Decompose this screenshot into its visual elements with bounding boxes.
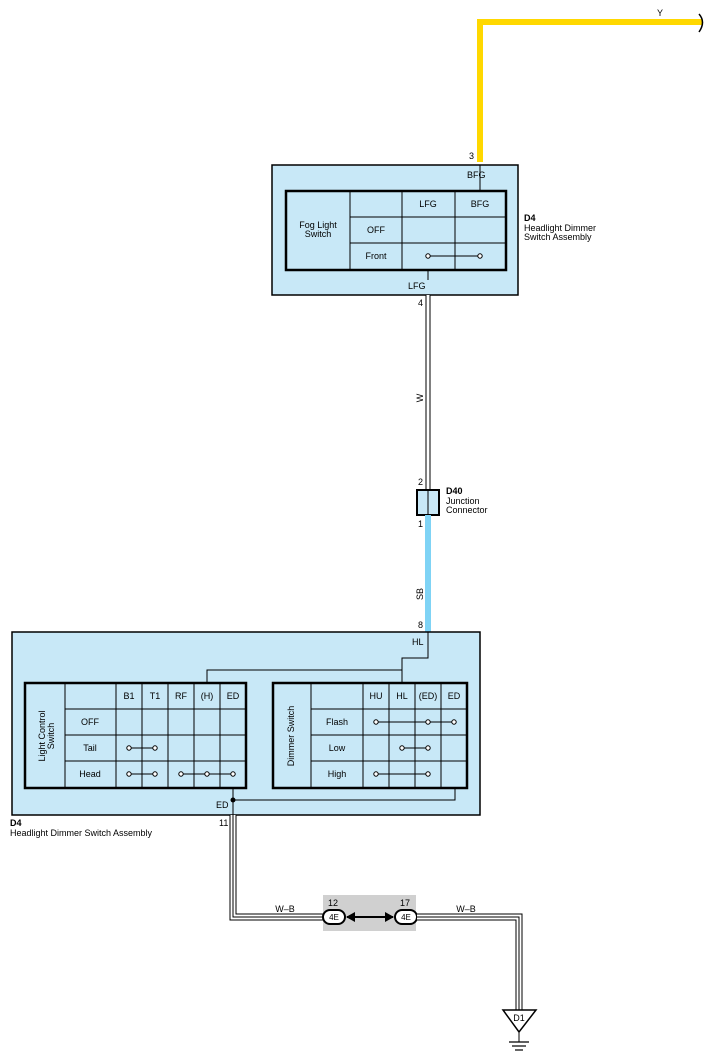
ground-point — [501, 1009, 538, 1034]
wire-sb-label: SB — [415, 588, 425, 600]
lc-row-head: Head — [79, 769, 101, 779]
splice-left-code: 4E — [329, 913, 339, 922]
dim-col-hu: HU — [370, 691, 383, 701]
lc-row-off: OFF — [81, 717, 99, 727]
dim-flash-continuity — [373, 719, 457, 725]
junction-pin-top: 2 — [418, 477, 423, 487]
dim-row-flash: Flash — [326, 717, 348, 727]
splice-left-connector — [322, 909, 346, 925]
fog-front-continuity — [425, 253, 483, 259]
fog-row-front: Front — [365, 251, 387, 261]
fog-bottom-terminal: LFG — [408, 281, 426, 291]
lc-col-h: (H) — [201, 691, 214, 701]
lc-col-t1: T1 — [150, 691, 161, 701]
main-internal-wiring — [206, 632, 456, 815]
splice-arrow-right — [385, 912, 394, 922]
main-top-pin: 8 — [418, 620, 423, 630]
dimmer-title: Dimmer Switch — [286, 706, 296, 767]
fog-bottom-pin: 4 — [418, 298, 423, 308]
light-control-title: Light ControlSwitch — [37, 710, 56, 761]
wire-y-label: Y — [657, 8, 663, 18]
fog-top-pin: 3 — [469, 151, 474, 161]
lc-col-b1: B1 — [123, 691, 134, 701]
fog-switch-table — [284, 189, 508, 272]
dim-high-continuity — [373, 771, 431, 777]
fog-connector-id: D4 — [524, 213, 536, 223]
wire-wb-left-label: W–B — [275, 904, 295, 914]
ground-icon — [509, 1032, 529, 1051]
main-switch-name: Headlight Dimmer Switch Assembly — [10, 828, 153, 838]
junction-pin-bottom: 1 — [418, 519, 423, 529]
splice-left-pin: 12 — [328, 898, 338, 908]
dim-col-hl: HL — [396, 691, 408, 701]
dimmer-table — [271, 681, 469, 790]
fog-top-terminal: BFG — [467, 170, 486, 180]
junction-id: D40 — [446, 486, 463, 496]
wire-w-label: W — [415, 393, 425, 402]
light-control-table — [23, 681, 248, 790]
fog-row-off: OFF — [367, 225, 385, 235]
main-bottom-pin: 11 — [219, 818, 228, 828]
splice-right-code: 4E — [401, 913, 411, 922]
lc-head-continuity — [126, 771, 236, 777]
fog-col-bfg: BFG — [471, 199, 490, 209]
splice-arrow-left — [346, 912, 355, 922]
main-top-terminal: HL — [412, 637, 424, 647]
dim-col-ed-paren: (ED) — [419, 691, 438, 701]
splice-right-pin: 17 — [400, 898, 410, 908]
wire-wb-right-label: W–B — [456, 904, 476, 914]
lc-row-tail: Tail — [83, 743, 97, 753]
wire-continuation-mark — [698, 13, 704, 33]
wire-wb-right[interactable] — [417, 913, 523, 1010]
lc-col-ed: ED — [227, 691, 240, 701]
dim-low-continuity — [399, 745, 431, 751]
dim-row-low: Low — [329, 743, 346, 753]
ground-id: D1 — [513, 1013, 525, 1023]
dim-row-high: High — [328, 769, 347, 779]
wire-wb-left[interactable] — [229, 815, 327, 921]
dim-col-ed: ED — [448, 691, 461, 701]
main-bottom-terminal: ED — [216, 800, 229, 810]
lc-col-rf: RF — [175, 691, 187, 701]
lc-tail-continuity — [126, 745, 158, 751]
fog-col-lfg: LFG — [419, 199, 437, 209]
main-connector-id: D4 — [10, 818, 22, 828]
wire-y[interactable] — [477, 19, 702, 162]
